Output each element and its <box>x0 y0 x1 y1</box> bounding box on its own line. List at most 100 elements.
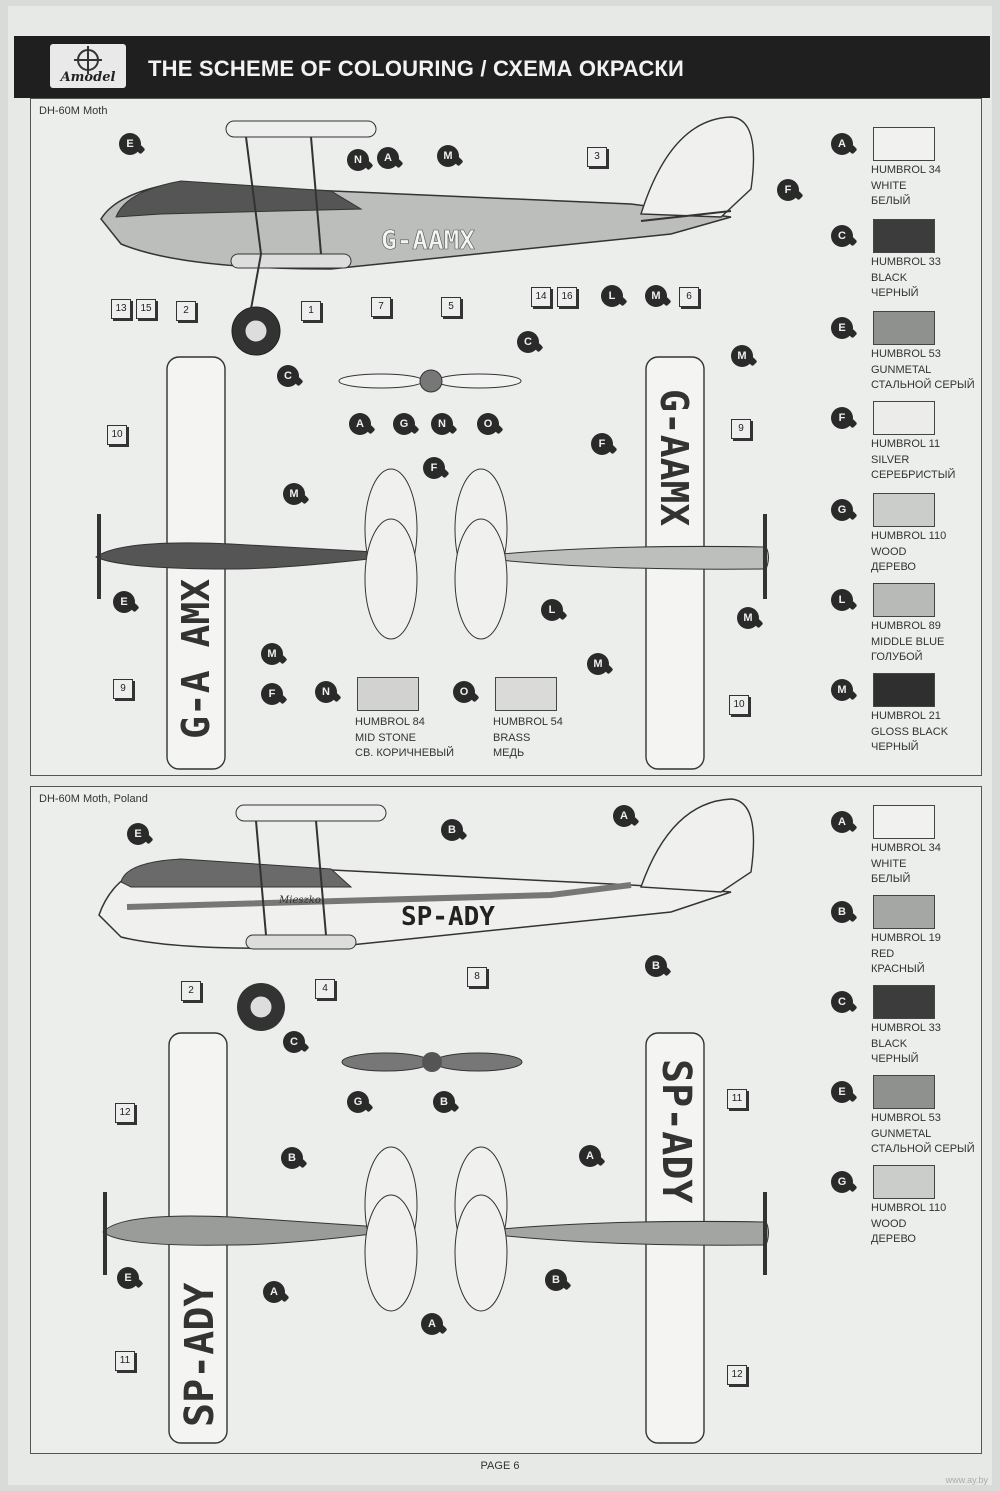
legend-key-c: C <box>831 991 853 1013</box>
callout-2: 2 <box>176 301 196 321</box>
legend-key-l: L <box>831 589 853 611</box>
legend-swatch-m <box>873 673 935 707</box>
callout-8: 8 <box>467 967 487 987</box>
paint-marker-m-7: M <box>587 653 609 675</box>
paint-marker-l-2: L <box>541 599 563 621</box>
legend-swatch-l <box>873 583 935 617</box>
upper-wing-registration: G-A AMX <box>174 579 218 739</box>
paint-marker-a-2: A <box>579 1145 601 1167</box>
callout-11-a: 11 <box>727 1089 747 1109</box>
paint-label-n: HUMBROL 84 MID STONE СВ. КОРИЧНЕВЫЙ <box>355 716 455 759</box>
lower-wing-registration: G-AAMX <box>652 389 696 526</box>
side-view <box>100 116 755 356</box>
paint-marker-m-4: M <box>283 483 305 505</box>
page-number: PAGE 6 <box>480 1460 520 1472</box>
callout-4: 4 <box>315 979 335 999</box>
legend-swatch-c <box>873 219 935 253</box>
top-view-lower <box>454 1032 769 1444</box>
legend-key-e: E <box>831 317 853 339</box>
paint-marker-b-5: B <box>545 1269 567 1291</box>
paint-marker-g: G <box>347 1091 369 1113</box>
paint-marker-m-3: M <box>731 345 753 367</box>
callout-14: 14 <box>531 287 551 307</box>
paint-marker-c-2: C <box>517 331 539 353</box>
paint-marker-n: N <box>347 149 369 171</box>
callout-1: 1 <box>301 301 321 321</box>
legend-swatch-c <box>873 985 935 1019</box>
paint-swatch-n <box>357 677 419 711</box>
legend-swatch-e <box>873 1075 935 1109</box>
callout-13: 13 <box>111 299 131 319</box>
propeller-drawing <box>338 369 522 393</box>
paint-marker-l: L <box>601 285 623 307</box>
paint-marker-b-3: B <box>433 1091 455 1113</box>
legend-swatch-g <box>873 493 935 527</box>
legend-key-f: F <box>831 407 853 429</box>
paint-marker-c: C <box>277 365 299 387</box>
callout-6: 6 <box>679 287 699 307</box>
legend-key-e: E <box>831 1081 853 1103</box>
callout-2: 2 <box>181 981 201 1001</box>
paint-marker-e: E <box>119 133 141 155</box>
paint-marker-m-6: M <box>737 607 759 629</box>
page-header: Amodel THE SCHEME OF COLOURING / СХЕМА О… <box>14 36 990 98</box>
paint-marker-n-2: N <box>431 413 453 435</box>
paint-marker-f-4: F <box>261 683 283 705</box>
panel-title: DH-60M Moth <box>39 105 108 117</box>
paint-marker-m-5: M <box>261 643 283 665</box>
paint-marker-m: M <box>437 145 459 167</box>
paint-marker-a-3: A <box>263 1281 285 1303</box>
paint-marker-b: B <box>441 819 463 841</box>
callout-5: 5 <box>441 297 461 317</box>
callout-12-a: 12 <box>115 1103 135 1123</box>
legend-swatch-g <box>873 1165 935 1199</box>
callout-15: 15 <box>136 299 156 319</box>
paint-label-o: HUMBROL 54 BRASS МЕДЬ <box>493 716 563 759</box>
legend-key-g: G <box>831 1171 853 1193</box>
callout-9-a: 9 <box>731 419 751 439</box>
top-view-upper <box>95 356 418 770</box>
callout-12-b: 12 <box>727 1365 747 1385</box>
paint-marker-g: G <box>393 413 415 435</box>
side-name: Mieszko <box>278 895 321 906</box>
paint-marker-e-2: E <box>113 591 135 613</box>
propeller-drawing <box>341 1052 523 1072</box>
callout-9-b: 9 <box>113 679 133 699</box>
paint-marker-a-2: A <box>349 413 371 435</box>
paint-marker-e-2: E <box>117 1267 139 1289</box>
paint-marker-e: E <box>127 823 149 845</box>
legend-swatch-f <box>873 401 935 435</box>
paint-marker-b-2: B <box>645 955 667 977</box>
legend-key-a: A <box>831 811 853 833</box>
side-registration: G-AAMX <box>381 226 475 256</box>
paint-marker-o: O <box>477 413 499 435</box>
paint-swatch-o <box>495 677 557 711</box>
legend-key-b: B <box>831 901 853 923</box>
aircraft-drawing-poland: SP-ADY Mieszko SP-ADY SP-ADY <box>98 798 769 1444</box>
paint-key-o: O <box>453 681 475 703</box>
paint-marker-f: F <box>777 179 799 201</box>
top-view-upper <box>102 1032 418 1444</box>
callout-7: 7 <box>371 297 391 317</box>
scheme-panel-uk: DH-60M Moth G-AAMX <box>30 98 982 776</box>
legend-key-m: M <box>831 679 853 701</box>
paint-marker-c: C <box>283 1031 305 1053</box>
lower-wing-registration: SP-ADY <box>653 1059 699 1204</box>
callout-3: 3 <box>587 147 607 167</box>
callout-10-b: 10 <box>729 695 749 715</box>
paint-marker-a: A <box>377 147 399 169</box>
legend-key-g: G <box>831 499 853 521</box>
page-title: THE SCHEME OF COLOURING / СХЕМА ОКРАСКИ <box>148 56 685 81</box>
paint-marker-f-2: F <box>591 433 613 455</box>
paint-marker-m-2: M <box>645 285 667 307</box>
side-registration: SP-ADY <box>401 902 495 932</box>
legend-swatch-b <box>873 895 935 929</box>
